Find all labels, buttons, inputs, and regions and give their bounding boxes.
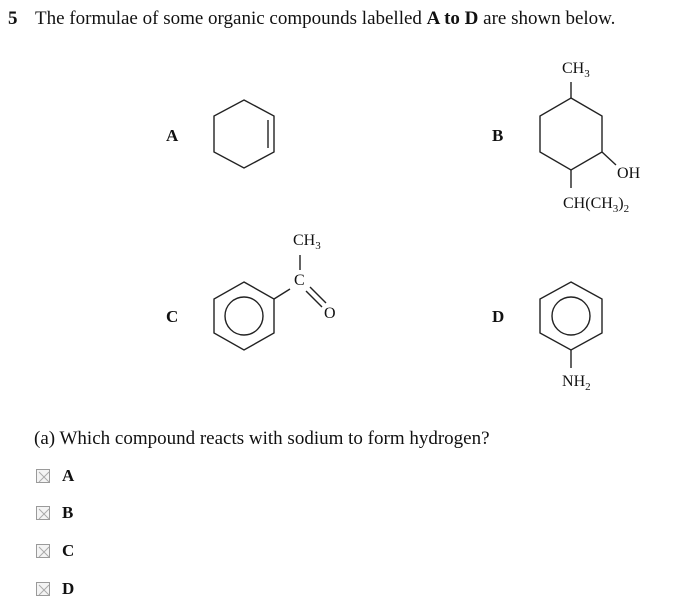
option-d[interactable]: D <box>36 579 74 599</box>
question-number: 5 <box>8 8 18 29</box>
compound-b-hydroxyl-text: OH <box>617 165 641 182</box>
option-d-label: D <box>62 579 75 598</box>
compound-c-methyl-text: CH3 <box>293 232 321 253</box>
compound-c-carbonyl-bond-1 <box>305 290 323 308</box>
compound-d-amine-text: NH2 <box>562 373 591 394</box>
compound-b-right-bond <box>601 151 617 166</box>
compound-c-carbonyl-bond-2 <box>309 286 327 304</box>
checkbox-cross-icon <box>38 471 50 483</box>
checkbox-cross-icon <box>38 584 50 596</box>
option-c-label: C <box>62 541 75 560</box>
part-a-prompt: (a) Which compound reacts with sodium to… <box>34 428 490 449</box>
option-a-checkbox[interactable] <box>36 469 50 483</box>
compound-a-ring <box>213 99 275 169</box>
structures-canvas <box>213 82 617 368</box>
option-a-label: A <box>62 466 75 485</box>
option-c-checkbox[interactable] <box>36 544 50 558</box>
option-a[interactable]: A <box>36 466 74 486</box>
compound-c-label: C <box>166 307 179 326</box>
compound-c-carbon-text: C <box>294 272 305 289</box>
option-b-label: B <box>62 503 74 522</box>
compound-c-oxygen-text: O <box>324 305 336 322</box>
checkbox-cross-icon <box>38 508 50 520</box>
option-b-checkbox[interactable] <box>36 506 50 520</box>
compound-c-ring <box>213 281 275 351</box>
compound-b-methyl-text: CH3 <box>562 60 590 81</box>
compound-a-label: A <box>166 126 179 145</box>
stem-bold-range: A to D <box>426 8 479 29</box>
option-d-checkbox[interactable] <box>36 582 50 596</box>
compound-c-aromatic-circle <box>224 296 264 336</box>
option-b[interactable]: B <box>36 503 73 523</box>
compound-b-isopropyl-text: CH(CH3)2 <box>563 195 630 216</box>
compound-b-label: B <box>492 126 504 145</box>
compound-c-ring-bond <box>273 288 291 300</box>
question-stem: The formulae of some organic compounds l… <box>35 8 616 29</box>
compound-d-label: D <box>492 307 505 326</box>
compound-d-aromatic-circle <box>551 296 591 336</box>
option-c[interactable]: C <box>36 541 74 561</box>
compound-b-ring <box>539 97 603 171</box>
checkbox-cross-icon <box>38 546 50 558</box>
compound-d-ring <box>539 281 603 351</box>
